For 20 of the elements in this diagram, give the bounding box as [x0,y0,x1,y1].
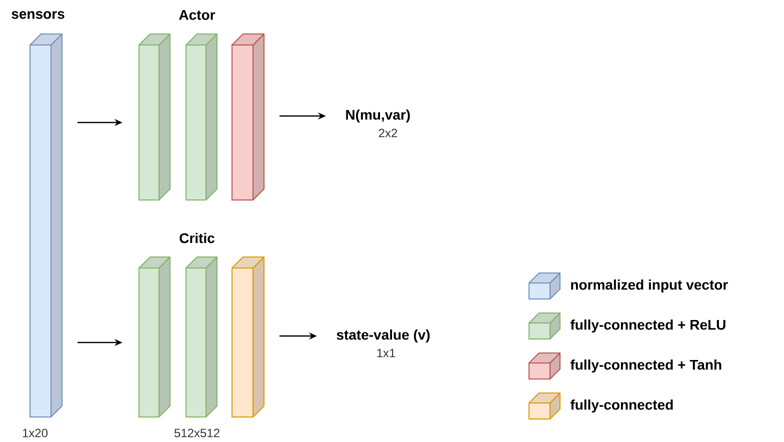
layer-block [30,34,62,418]
layer-block [186,256,218,418]
legend-label: fully-connected [570,399,673,413]
output-label: N(mu,var) [346,109,410,123]
layer-block [138,34,170,200]
block-title: Critic [180,232,214,244]
size-label: 1x20 [22,428,48,438]
block-title: Actor [179,10,216,20]
legend-label: fully-connected + ReLU [570,319,726,333]
layer-block [232,256,264,418]
layer-block [138,256,170,418]
layer-block [232,34,264,200]
layer-block [186,34,218,200]
size-label: 512x512 [174,428,220,438]
legend-label: fully-connected + Tanh [570,359,722,373]
size-label: 1x1 [377,348,396,358]
block-title: sensors [12,11,64,19]
legend-label: normalized input vector [571,279,728,293]
size-label: 2x2 [378,128,398,138]
output-label: state-value (v) [336,329,430,343]
